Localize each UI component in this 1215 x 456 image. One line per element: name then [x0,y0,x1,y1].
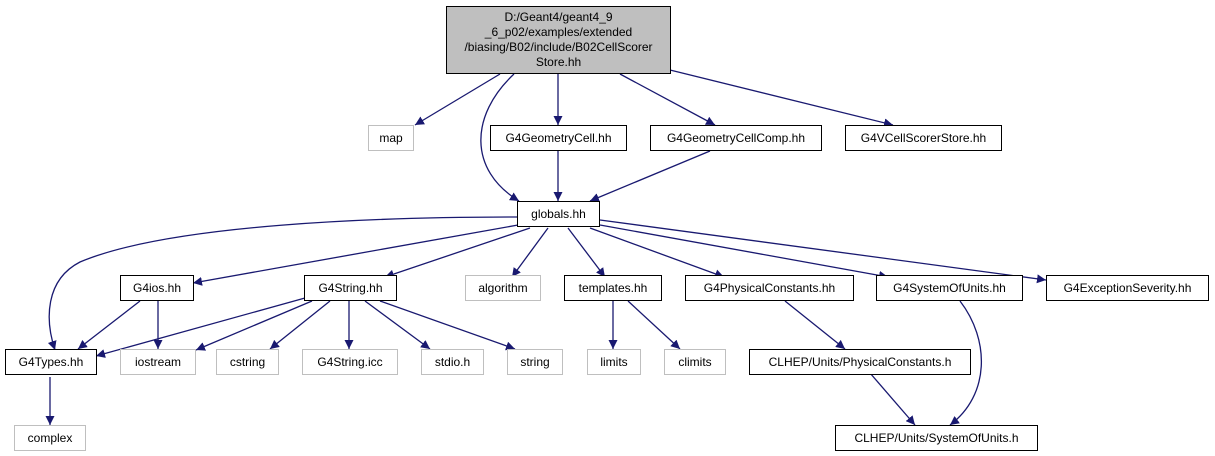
node-cstring: cstring [216,349,279,375]
edge-g4string-cstring [269,300,331,350]
root-file-node[interactable]: D:/Geant4/geant4_9 _6_p02/examples/exten… [446,6,671,74]
node-globals[interactable]: globals.hh [517,201,600,227]
edge-globals-algorithm [511,227,549,278]
node-map: map [368,125,414,151]
edge-root-globals [480,73,520,202]
edge-g4physicalconstants-clhep-physconst [784,300,846,350]
edge-g4string-iostream [195,300,313,351]
node-g4exceptionseverity[interactable]: G4ExceptionSeverity.hh [1046,275,1209,301]
edge-root-g4vcellscorerstore [669,69,894,128]
node-string: string [507,349,563,375]
edge-globals-g4exceptionseverity [599,219,1047,284]
edge-globals-templates [567,227,606,278]
edge-g4string-g4types [95,297,306,358]
node-g4geometrycellcomp[interactable]: G4GeometryCellComp.hh [650,125,822,151]
edge-globals-g4string [384,227,531,279]
node-limits: limits [587,349,641,375]
node-g4ios[interactable]: G4ios.hh [120,275,194,301]
edge-g4systemofunits-clhep-sysunits [949,300,983,426]
node-g4stringicc: G4String.icc [302,349,398,375]
edge-globals-g4ios [192,224,519,286]
node-g4vcellscorerstore[interactable]: G4VCellScorerStore.hh [845,125,1002,151]
node-complex: complex [14,425,86,451]
edge-g4ios-g4types [77,300,141,350]
node-g4physicalconstants[interactable]: G4PhysicalConstants.hh [685,275,854,301]
node-climits: climits [664,349,726,375]
node-algorithm: algorithm [465,275,541,301]
edge-globals-g4systemofunits [599,224,889,280]
node-g4types[interactable]: G4Types.hh [5,349,97,375]
dependency-edges [45,69,1047,426]
edge-root-map [414,73,501,126]
node-clhep-systemofunits[interactable]: CLHEP/Units/SystemOfUnits.h [835,425,1038,451]
edge-templates-climits [627,300,681,350]
node-templates[interactable]: templates.hh [564,275,662,301]
edge-globals-g4physicalconstants [589,227,725,279]
node-g4systemofunits[interactable]: G4SystemOfUnits.hh [876,275,1023,301]
root-file-label-line-4: Store.hh [535,55,582,69]
node-g4string[interactable]: G4String.hh [304,275,397,301]
root-file-label-line-2: _6_p02/examples/extended [484,25,633,39]
root-file-label-line-1: D:/Geant4/geant4_9 [504,10,613,24]
edge-g4geometrycellcomp-globals [589,150,711,202]
edge-clhep-physconst-clhep-sysunits [869,372,916,426]
node-stdio: stdio.h [421,349,484,375]
node-g4geometrycell[interactable]: G4GeometryCell.hh [490,125,627,151]
edge-g4string-string [379,300,516,351]
root-file-label-line-3: /biasing/B02/include/B02CellScorer [464,40,653,54]
edge-root-g4geometrycellcomp [619,73,716,126]
node-clhep-physicalconstants[interactable]: CLHEP/Units/PhysicalConstants.h [749,349,971,375]
edge-globals-g4types [47,216,518,351]
node-iostream: iostream [120,349,196,375]
edge-g4string-stdio [364,300,431,350]
